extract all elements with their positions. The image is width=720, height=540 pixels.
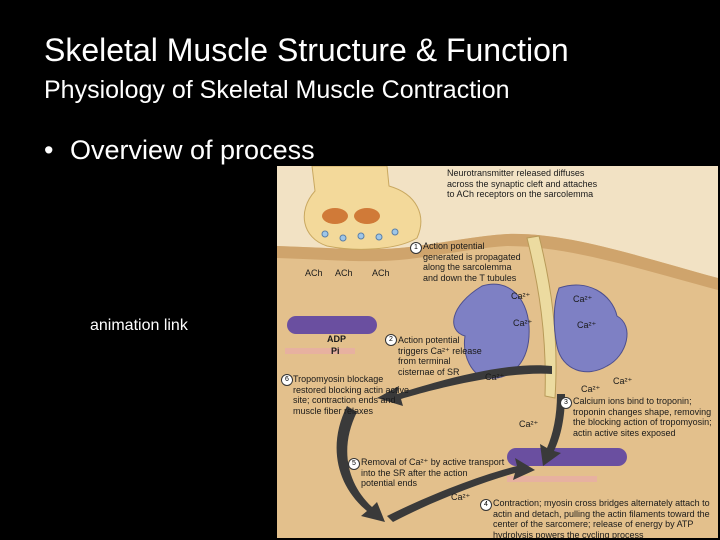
label-line: into the SR after the action	[361, 467, 468, 478]
label-line: generated is propagated	[423, 251, 521, 262]
label-line: center of the sarcomere; release of ener…	[493, 519, 694, 529]
label-line: along the sarcolemma	[423, 262, 512, 272]
synaptic-vesicle	[321, 230, 329, 238]
label-ach: ACh	[335, 268, 353, 278]
label-calcium: Ca²⁺	[519, 419, 539, 429]
label-line: actin and detach, pulling the actin fila…	[493, 508, 710, 519]
cycle-arrow-top	[377, 365, 552, 406]
label-line: hydrolysis powers the cycling process	[493, 529, 644, 539]
slide-title: Skeletal Muscle Structure & Function	[44, 32, 569, 68]
step-3-badge: 3	[560, 397, 572, 409]
label-calcium: Ca²⁺	[577, 320, 597, 330]
label-calcium: Ca²⁺	[581, 384, 601, 394]
synaptic-vesicle	[339, 234, 347, 242]
label-calcium: Ca²⁺	[451, 492, 471, 502]
axon-terminal	[303, 166, 422, 250]
label-line: Removal of Ca²⁺ by active transport	[361, 457, 505, 467]
label-step-6: Tropomyosin blockage restored blocking a…	[293, 374, 409, 416]
label-line: Calcium ions bind to troponin;	[573, 396, 692, 406]
label-line: Tropomyosin blockage	[293, 374, 384, 384]
label-calcium: Ca²⁺	[485, 372, 505, 382]
actin-filament-top	[287, 316, 377, 334]
label-line: site; contraction ends and	[293, 395, 396, 405]
label-line: Neurotransmitter released diffuses	[447, 168, 585, 178]
myosin-filament-bottom	[507, 476, 597, 482]
label-calcium: Ca²⁺	[613, 376, 633, 386]
label-line: to ACh receptors on the sarcolemma	[447, 189, 594, 199]
label-ach: ACh	[372, 268, 390, 278]
cycle-arrow-right	[540, 394, 565, 466]
synaptic-vesicle	[357, 232, 365, 240]
figure-illustration	[277, 166, 718, 538]
label-calcium: Ca²⁺	[573, 294, 593, 304]
step-2-badge: 2	[385, 334, 397, 346]
mitochondrion	[354, 208, 380, 224]
label-line: triggers Ca²⁺ release	[398, 345, 482, 356]
cycle-arrow-left	[336, 406, 385, 522]
step-5-badge: 5	[348, 458, 360, 470]
step-4-badge: 4	[480, 499, 492, 511]
label-neurotransmitter: Neurotransmitter released diffuses acros…	[447, 168, 597, 200]
cycle-arrow-bottom	[387, 458, 535, 522]
label-step-1: Action potential generated is propagated…	[423, 241, 521, 283]
label-step-5: Removal of Ca²⁺ by active transport into…	[361, 457, 504, 489]
label-line: Action potential	[423, 241, 485, 251]
label-line: from terminal	[398, 356, 451, 366]
slide-subtitle: Physiology of Skeletal Muscle Contractio…	[44, 76, 510, 104]
label-line: potential ends	[361, 478, 418, 488]
label-pi: Pi	[331, 346, 340, 356]
label-line: restored blocking actin active	[293, 384, 410, 395]
step-6-badge: 6	[281, 374, 293, 386]
label-line: and down the T tubules	[423, 272, 517, 283]
sarcolemma	[277, 233, 718, 290]
label-calcium: Ca²⁺	[513, 318, 533, 328]
label-step-3: Calcium ions bind to troponin; troponin …	[573, 396, 712, 438]
bullet-item: • Overview of process	[44, 133, 315, 167]
label-line: muscle fiber relaxes	[293, 405, 374, 416]
label-step-4: Contraction; myosin cross bridges altern…	[493, 498, 710, 538]
t-tubule	[526, 235, 557, 399]
step-1-badge: 1	[410, 242, 422, 254]
label-calcium: Ca²⁺	[511, 291, 531, 301]
label-line: troponin changes shape, removing	[573, 406, 712, 417]
mitochondrion	[322, 208, 348, 224]
label-ach: ACh	[305, 268, 323, 278]
animation-link[interactable]: animation link	[90, 317, 188, 334]
label-line: cisternae of SR	[398, 366, 460, 377]
label-line: across the synaptic cleft and attaches	[447, 178, 598, 189]
label-line: the blocking action of tropomyosin;	[573, 417, 712, 427]
synaptic-vesicle	[391, 228, 399, 236]
synaptic-vesicle	[375, 233, 383, 241]
label-adp: ADP	[327, 334, 347, 344]
label-step-2: Action potential triggers Ca²⁺ release f…	[398, 335, 482, 377]
muscle-contraction-figure: Neurotransmitter released diffuses acros…	[277, 166, 718, 538]
bullet-text: Overview of process	[70, 135, 315, 165]
actin-filament-bottom	[507, 448, 627, 466]
label-line: actin active sites exposed	[573, 427, 676, 438]
bullet-marker: •	[44, 135, 54, 165]
sarcoplasmic-reticulum-right	[553, 284, 628, 373]
myosin-filament-top	[285, 348, 355, 354]
label-line: Contraction; myosin cross bridges altern…	[493, 498, 710, 508]
label-line: Action potential	[398, 335, 460, 345]
